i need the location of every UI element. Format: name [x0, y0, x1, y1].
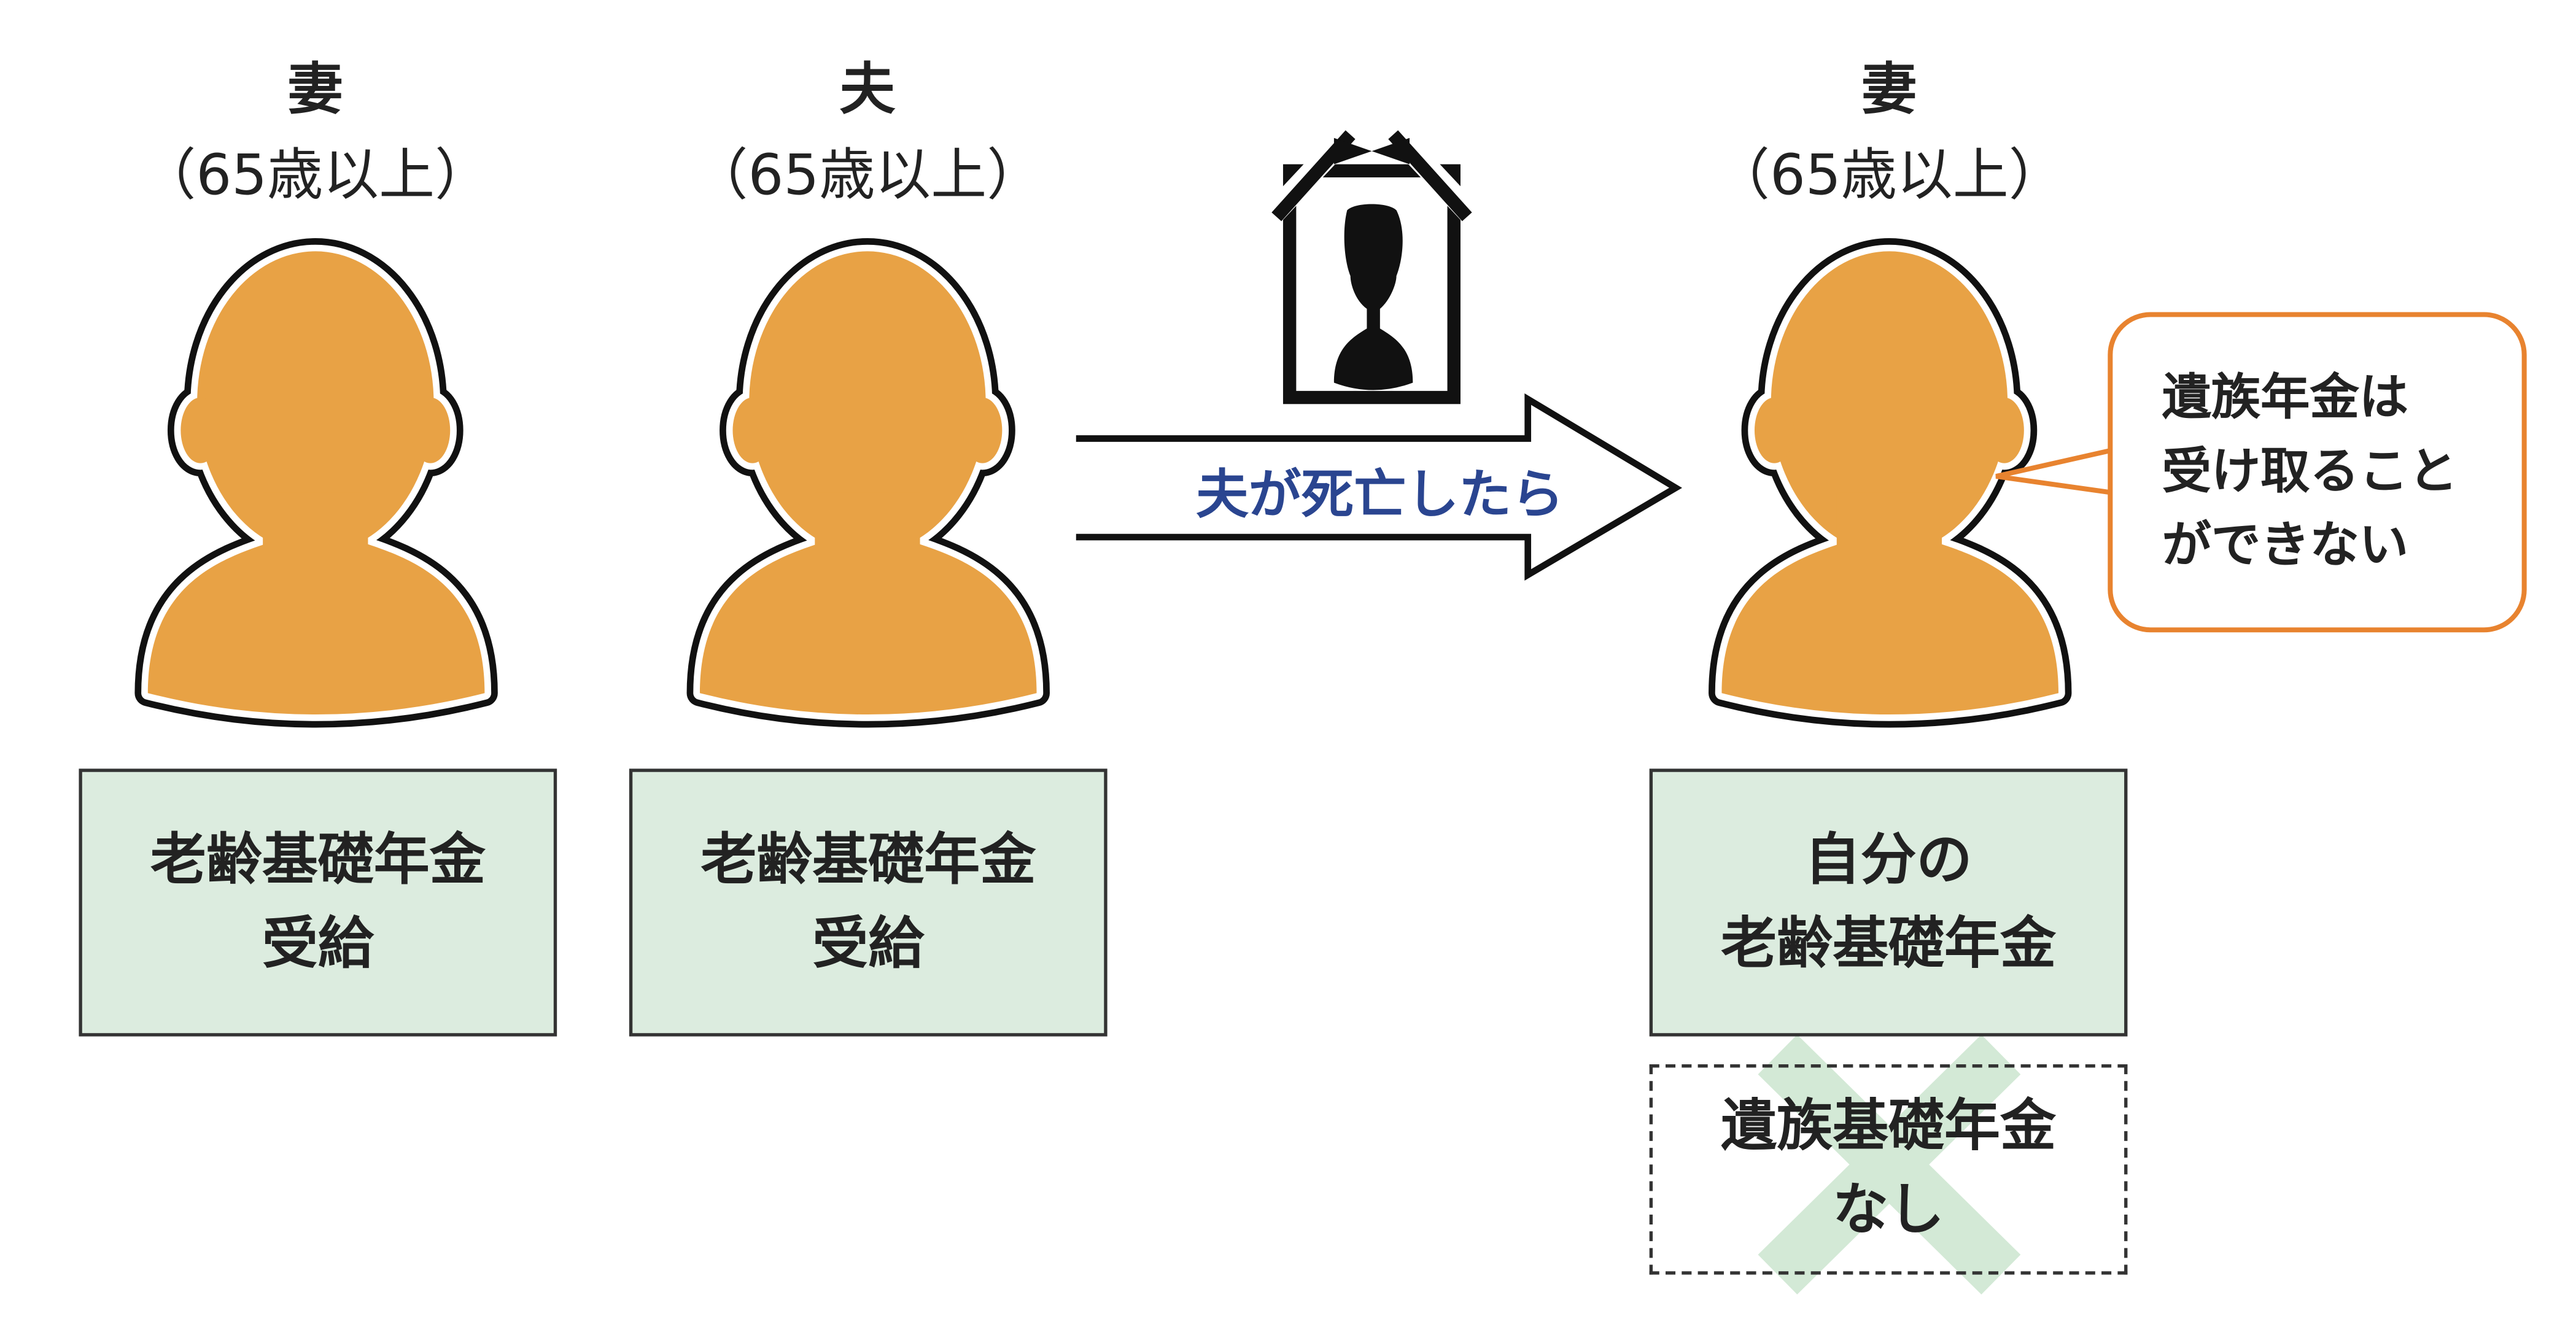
bubble-line: ができない: [2162, 517, 2409, 575]
speech-bubble-tail: [1995, 447, 2114, 495]
widow-pension-box: 自分の 老齢基礎年金: [1649, 768, 2128, 1037]
box-line: 自分の: [1804, 827, 1973, 893]
widow-age: （65歳以上）: [1714, 142, 2065, 209]
husband-pension-box: 老齢基礎年金 受給: [629, 768, 1108, 1037]
right-arrow: [1076, 393, 1682, 581]
box-line: 老齢基礎年金: [1721, 910, 2057, 977]
box-line: 老齢基礎年金: [150, 827, 486, 893]
husband-silhouette: [700, 251, 1037, 714]
cross-mark-icon: [1758, 1034, 2021, 1294]
memorial-portrait-icon: [1265, 126, 1479, 404]
husband-age: （65歳以上）: [692, 142, 1043, 209]
box-line: 老齢基礎年金: [700, 827, 1036, 893]
wife-label: 妻: [287, 57, 344, 123]
wife-silhouette: [148, 251, 485, 714]
wife-age: （65歳以上）: [140, 142, 491, 209]
bubble-line: 受け取ること: [2162, 443, 2458, 501]
box-line: なし: [1833, 1177, 1945, 1244]
widow-silhouette: [1721, 251, 2058, 714]
box-line: 受給: [812, 910, 925, 977]
bubble-line: 遺族年金は: [2162, 369, 2409, 427]
husband-label: 夫: [839, 57, 896, 123]
widow-label: 妻: [1861, 57, 1917, 123]
arrow-label: 夫が死亡したら: [1196, 463, 1564, 526]
wife-pension-box: 老齢基礎年金 受給: [79, 768, 557, 1037]
box-line: 遺族基礎年金: [1721, 1094, 2057, 1160]
speech-bubble: 遺族年金は 受け取ること ができない: [2108, 312, 2527, 633]
box-line: 受給: [262, 910, 374, 977]
no-survivor-pension-box: 遺族基礎年金 なし: [1649, 1064, 2128, 1275]
